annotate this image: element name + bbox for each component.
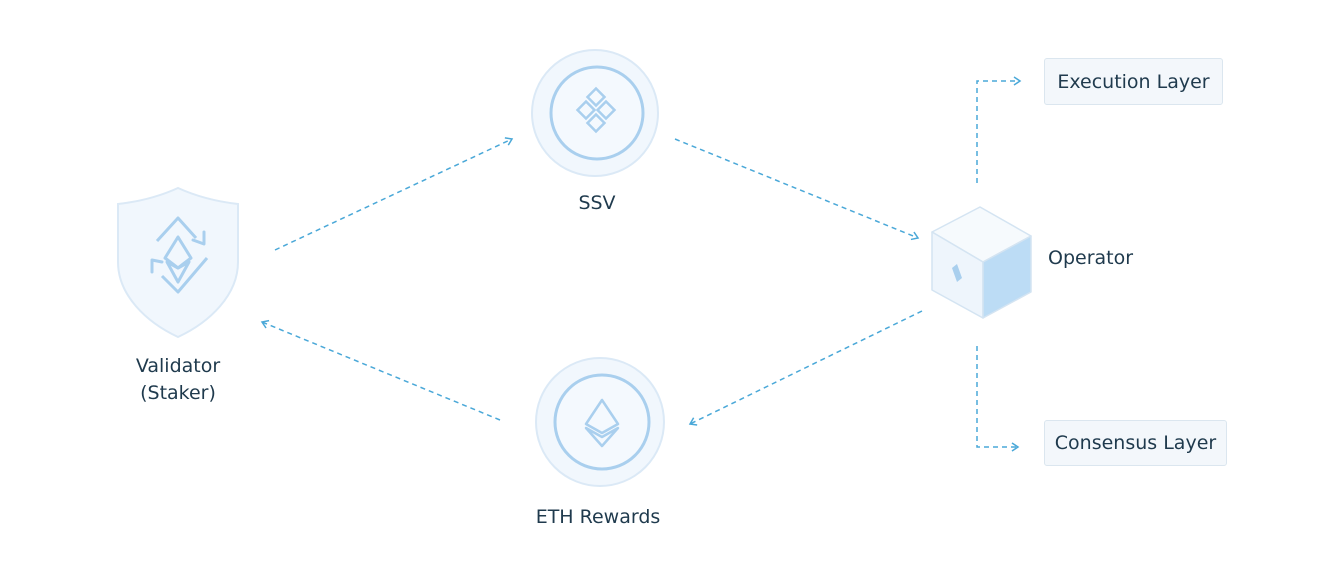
validator-label: Validator (Staker) [98, 353, 258, 407]
ssv-coin-icon [531, 49, 659, 177]
arrow-operator-to-eth-rewards [688, 310, 923, 426]
operator-label: Operator [1048, 247, 1134, 269]
ssv-label: SSV [578, 192, 616, 214]
arrow-operator-to-execution [976, 76, 1022, 183]
arrow-validator-to-ssv [274, 137, 514, 251]
consensus-layer-box: Consensus Layer [1044, 420, 1227, 466]
execution-layer-box: Execution Layer [1044, 58, 1223, 105]
operator-cube-icon [931, 206, 1032, 319]
shield-icon [117, 186, 239, 339]
arrow-operator-to-consensus [976, 346, 1020, 452]
eth-coin-icon [535, 357, 665, 487]
arrow-ssv-to-operator [674, 138, 920, 241]
validator-label-line2: (Staker) [140, 382, 216, 404]
arrow-eth-rewards-to-validator [260, 319, 501, 421]
eth-rewards-label: ETH Rewards [535, 506, 661, 528]
validator-label-line1: Validator [135, 355, 221, 377]
